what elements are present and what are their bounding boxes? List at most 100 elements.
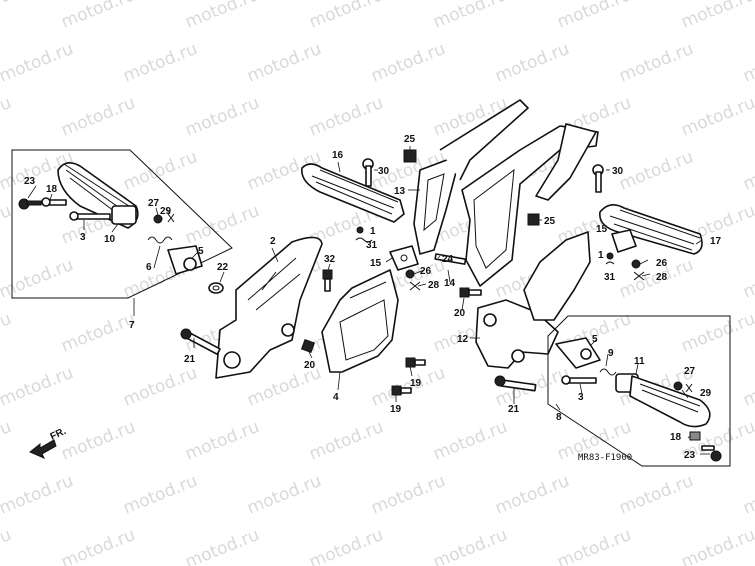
- footrest-17: [599, 204, 703, 255]
- callout-28: 28: [428, 280, 440, 291]
- bolt-19a: [405, 357, 426, 368]
- watermark-text: motod.ru: [58, 309, 138, 357]
- diagram-code: MR83-F1900: [578, 453, 632, 463]
- callout-24: 24: [442, 254, 454, 265]
- watermark-text: motod.ru: [740, 471, 755, 519]
- watermark-text: motod.ru: [306, 0, 386, 33]
- rear-bracket-14: [461, 123, 599, 287]
- footrest-16: [301, 163, 405, 223]
- watermark-text: motod.ru: [368, 471, 448, 519]
- spring-9: [599, 368, 617, 376]
- callout-29: 29: [160, 206, 172, 217]
- bolt-24: [434, 253, 467, 265]
- watermark-text: motod.ru: [616, 39, 696, 87]
- watermark-text: motod.ru: [0, 39, 76, 87]
- callout-2: 2: [270, 236, 276, 247]
- watermark-text: motod.ru: [0, 0, 14, 33]
- watermark-text: motod.ru: [182, 93, 262, 141]
- watermark-text: motod.ru: [740, 39, 755, 87]
- callout-5: 5: [592, 334, 598, 345]
- callout-3: 3: [578, 392, 584, 403]
- watermark-text: motod.ru: [740, 147, 755, 195]
- callout-9: 9: [608, 348, 614, 359]
- right-footpeg-assembly-outline: [547, 315, 731, 467]
- callout-5: 5: [198, 246, 204, 257]
- callout-23: 23: [24, 176, 36, 187]
- callout-13: 13: [394, 186, 406, 197]
- callout-19: 19: [390, 404, 402, 415]
- callout-27: 27: [684, 366, 696, 377]
- right-bolt-20: [459, 287, 482, 298]
- nut-25a: [403, 149, 417, 163]
- watermark-text: motod.ru: [678, 93, 755, 141]
- left-clip-28: [409, 281, 421, 291]
- watermark-text: motod.ru: [58, 0, 138, 33]
- footpeg-bracket-12: [475, 231, 591, 369]
- callout-4: 4: [333, 392, 339, 403]
- watermark-text: motod.ru: [492, 39, 572, 87]
- callout-26: 26: [656, 258, 668, 269]
- watermark-text: motod.ru: [678, 525, 755, 566]
- watermark-text: motod.ru: [740, 255, 755, 303]
- callout-3: 3: [80, 232, 86, 243]
- left-nut-20: [300, 338, 316, 354]
- right-clip-29: [685, 383, 693, 393]
- watermark-text: motod.ru: [0, 363, 76, 411]
- right-pin-18: [689, 431, 701, 441]
- callout-18: 18: [670, 432, 682, 443]
- watermark-text: motod.ru: [120, 147, 200, 195]
- callout-25: 25: [544, 216, 556, 227]
- callout-15: 15: [370, 258, 382, 269]
- callout-21: 21: [184, 354, 196, 365]
- watermark-text: motod.ru: [0, 93, 14, 141]
- left-pin-3: [69, 211, 111, 221]
- watermark-text: motod.ru: [58, 417, 138, 465]
- callout-18: 18: [46, 184, 58, 195]
- footpeg-bracket-2: [215, 236, 323, 379]
- left-pin-30: [362, 158, 374, 187]
- left-clip-29: [167, 213, 175, 223]
- watermark-text: motod.ru: [58, 525, 138, 566]
- right-pin-3: [561, 375, 597, 385]
- watermark-text: motod.ru: [554, 525, 634, 566]
- callout-20: 20: [454, 308, 466, 319]
- washer-22: [208, 282, 224, 294]
- watermark-text: motod.ru: [58, 93, 138, 141]
- watermark-text: motod.ru: [120, 39, 200, 87]
- watermark-text: motod.ru: [182, 417, 262, 465]
- left-footpeg-10: [57, 162, 139, 229]
- callout-29: 29: [700, 388, 712, 399]
- left-ball-1: [356, 226, 364, 234]
- left-pin-18: [41, 197, 67, 207]
- callout-10: 10: [104, 234, 116, 245]
- right-pin-30: [592, 164, 604, 193]
- right-clip-28: [633, 271, 645, 281]
- right-bracket-5: [555, 337, 601, 369]
- rear-bracket-13: [413, 99, 529, 255]
- callout-7: 7: [129, 320, 135, 331]
- bolt-19b: [391, 385, 412, 396]
- callout-14: 14: [444, 278, 456, 289]
- callout-20: 20: [304, 360, 316, 371]
- callout-30: 30: [612, 166, 624, 177]
- leader-lines: [27, 146, 710, 455]
- left-bolt-23: [18, 198, 42, 210]
- callout-31: 31: [604, 272, 616, 283]
- callout-6: 6: [146, 262, 152, 273]
- watermark-text: motod.ru: [740, 363, 755, 411]
- watermark-text: motod.ru: [616, 147, 696, 195]
- callout-11: 11: [634, 356, 645, 367]
- callout-31: 31: [366, 240, 378, 251]
- callout-17: 17: [710, 236, 722, 247]
- right-spring-31: [605, 261, 615, 265]
- watermark-text: motod.ru: [430, 0, 510, 33]
- callout-21: 21: [508, 404, 520, 415]
- watermark-text: motod.ru: [0, 525, 14, 566]
- callout-28: 28: [656, 272, 668, 283]
- watermark-text: motod.ru: [182, 0, 262, 33]
- watermark-text: motod.ru: [120, 471, 200, 519]
- left-bracket-5: [167, 245, 203, 275]
- callout-22: 22: [217, 262, 229, 273]
- watermark-text: motod.ru: [306, 525, 386, 566]
- heel-guard-4: [321, 269, 399, 373]
